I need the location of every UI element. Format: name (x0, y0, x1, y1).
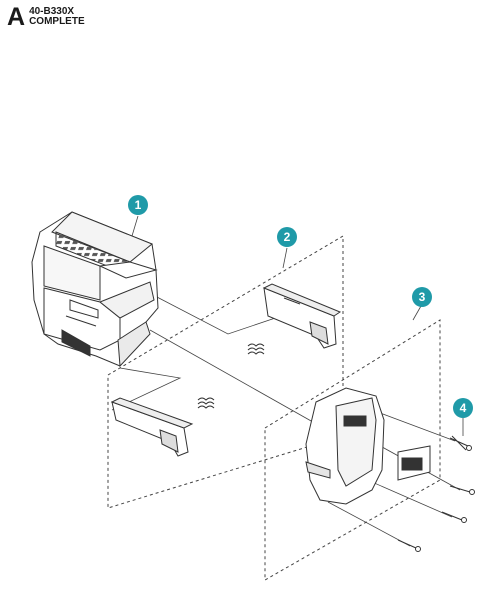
svg-text:3: 3 (419, 290, 426, 304)
rear-cover-part (305, 387, 431, 505)
model-code: 40-B330X (29, 6, 75, 17)
screw-parts (397, 435, 475, 552)
callout-1: 1 (128, 195, 148, 215)
clip-part-right (262, 283, 342, 349)
callout-4: 4 (453, 398, 473, 418)
callout-3: 3 (412, 287, 432, 307)
svg-text:4: 4 (460, 401, 467, 415)
model-description: COMPLETE (29, 16, 85, 27)
page-header: A 40-B330X COMPLETE (7, 3, 85, 31)
spring-part-right (247, 343, 265, 355)
model-lines: 40-B330X COMPLETE (29, 7, 85, 27)
callout-2: 2 (277, 227, 297, 247)
leader-lines (111, 215, 464, 547)
svg-text:2: 2 (284, 230, 291, 244)
assembly-box-2 (107, 235, 344, 509)
section-letter: A (7, 3, 26, 31)
svg-text:1: 1 (135, 198, 142, 212)
spring-part-left (197, 397, 215, 409)
housing-part (31, 211, 159, 368)
clip-part-left (110, 397, 194, 457)
